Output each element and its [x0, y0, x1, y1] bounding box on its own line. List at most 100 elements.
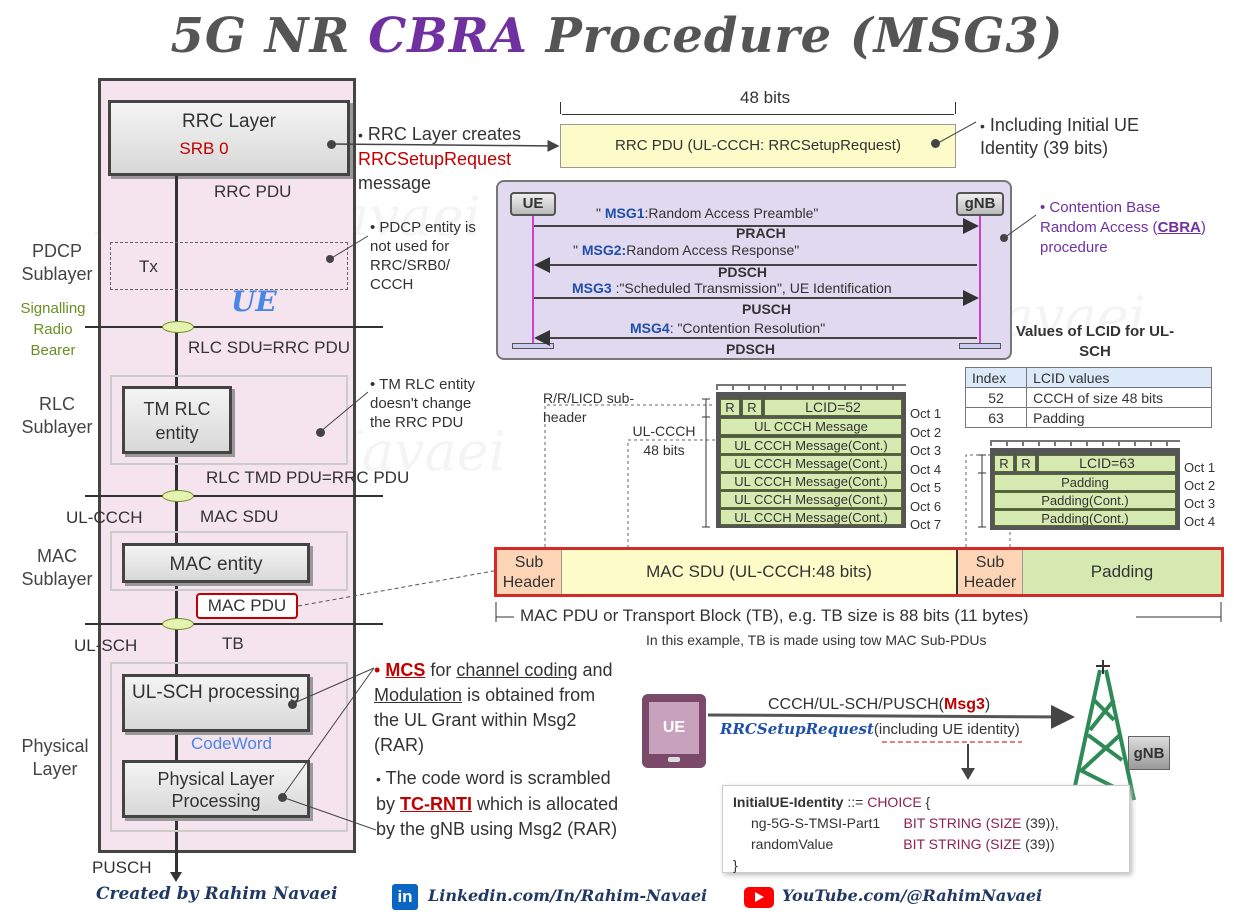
msg1-label: " MSG1:Random Access Preamble": [596, 205, 819, 221]
mac-sublayer-label: MAC Sublayer: [21, 546, 93, 589]
ul-ccch-octet: UL CCCH Message(Cont.): [720, 491, 902, 508]
asn-line-2: ng-5G-S-TMSI-Part1 BIT STRING (SIZE (39)…: [751, 815, 1059, 831]
connector-dot: [327, 140, 336, 149]
rrc-creates-note: • RRC Layer creates RRCSetupRequest mess…: [358, 124, 521, 193]
padding-octet: Padding(Cont.): [994, 492, 1176, 509]
sub-header-cell-2: Sub Header: [958, 550, 1023, 594]
asn-line-4: }: [733, 857, 738, 873]
ue-label: UE: [231, 285, 277, 318]
ue-device-icon: UE: [642, 694, 706, 768]
ul-ccch-point: [162, 490, 194, 502]
page-title: 5G NR CBRA Procedure (MSG3): [170, 8, 1064, 64]
ul-ccch-octet: UL CCCH Message(Cont.): [720, 473, 902, 490]
stack-vertical-line: [175, 176, 178, 874]
lcid-52-field: LCID=52: [764, 399, 902, 416]
pdcp-tx-box: Tx: [110, 242, 348, 290]
sub-header-cell: Sub Header: [497, 550, 562, 594]
rlc-tmd-label: RLC TMD PDU=RRC PDU: [206, 468, 410, 487]
rrc-pdu-box: RRC PDU (UL-CCCH: RRCSetupRequest): [560, 124, 956, 168]
pdsch-label: PDSCH: [718, 264, 768, 280]
mcs-note: • MCS for channel coding and Modulation …: [374, 660, 613, 755]
youtube-link[interactable]: YouTube.com/@RahimNavaei: [782, 886, 1043, 905]
tb-label: TB: [222, 634, 244, 653]
tm-rlc-entity-box: TM RLC entity: [122, 386, 232, 454]
connector-dot: [931, 139, 940, 148]
lifeline-base: [959, 343, 1001, 349]
mac-sdu-label: MAC SDU: [200, 507, 279, 526]
pdcp-sublayer-label: PDCP Sublayer: [21, 241, 93, 284]
asn-line-3: randomValue BIT STRING (SIZE (39)): [751, 836, 1055, 852]
dimension-line: [562, 114, 954, 115]
mac-pdu-tag: MAC PDU: [196, 593, 298, 619]
r-bit: R: [994, 455, 1014, 472]
cbra-sequence-box: [496, 180, 1012, 360]
bits-dimension: [560, 102, 956, 114]
phy-frame: [110, 662, 348, 832]
pdcp-note: • PDCP entity is not used for RRC/SRB0/ …: [370, 219, 476, 293]
sub-header-label: R/R/LICD sub-header: [543, 390, 635, 425]
seq-ue-node: UE: [510, 192, 556, 216]
lcid-table-title: Values of LCID for UL-SCH: [1015, 323, 1175, 360]
pusch-channel-label: PUSCH: [742, 301, 792, 317]
tx-message-label: RRCSetupRequest(including UE identity): [720, 720, 1020, 738]
rrc-pdu-label: RRC PDU: [214, 182, 292, 201]
codeword-label: CodeWord: [191, 734, 272, 753]
rlc-sdu-label: RLC SDU=RRC PDU: [188, 338, 350, 357]
mac-entity-box: MAC entity: [122, 543, 310, 583]
linkedin-link[interactable]: Linkedin.com/In/Rahim-Navaei: [428, 886, 708, 905]
r-bit: R: [742, 399, 762, 416]
msg4-label: MSG4: "Contention Resolution": [630, 320, 826, 336]
rlc-sublayer-label: RLC Sublayer: [21, 394, 93, 437]
ul-ccch-octet: UL CCCH Message: [720, 418, 902, 435]
r-bit: R: [1016, 455, 1036, 472]
sublayer-divider: [85, 623, 383, 625]
ue-device-label: UE: [649, 702, 699, 754]
ul-ccch-label: UL-CCCH: [66, 508, 143, 527]
pdcp-tx-label: Tx: [139, 257, 158, 276]
pdsch-label-2: PDSCH: [726, 341, 776, 357]
ul-sch-label: UL-SCH: [74, 636, 138, 655]
sublayer-divider: [85, 495, 383, 497]
srb-label: Signalling Radio Bearer: [20, 300, 86, 359]
lcid-header-index: Index: [964, 367, 1028, 388]
youtube-icon: [744, 887, 774, 908]
padding-octet: Padding: [994, 474, 1176, 491]
created-by: Created by Rahim Navaei: [96, 884, 338, 904]
connector-dot: [316, 428, 325, 437]
rlc-frame: [110, 375, 348, 465]
rrc-layer-label: RRC Layer: [182, 111, 276, 132]
seq-gnb-node: gNB: [956, 192, 1004, 216]
pusch-label: PUSCH: [92, 858, 152, 877]
lcid-header-values: LCID values: [1026, 367, 1212, 388]
linkedin-icon: in: [392, 884, 418, 910]
radio-bearer-point: [162, 321, 194, 333]
msg2-label: " MSG2:Random Access Response": [573, 242, 800, 258]
tb-size-label: MAC PDU or Transport Block (TB), e.g. TB…: [520, 606, 1029, 625]
connector-dot: [288, 700, 297, 709]
rrc-layer-box: RRC Layer SRB 0: [108, 100, 350, 176]
codeword-note: • The code word is scrambled by TC-RNTI …: [376, 768, 619, 839]
asn-line-1: InitialUE-Identity ::= CHOICE {: [733, 794, 931, 810]
ul-sch-processing-box: UL-SCH processing: [122, 674, 310, 732]
ul-sch-point: [162, 618, 194, 630]
arrow-down-icon: [170, 872, 182, 882]
initial-ue-note: • Including Initial UE Identity (39 bits…: [980, 115, 1140, 158]
asn1-code-box: InitialUE-Identity ::= CHOICE { ng-5G-S-…: [722, 785, 1130, 873]
lcid-cell: 63: [964, 407, 1028, 428]
ul-ccch-octet: UL CCCH Message(Cont.): [720, 437, 902, 454]
bits-label: 48 bits: [740, 88, 791, 107]
prach-label: PRACH: [736, 225, 786, 241]
srb0-label: SRB 0: [179, 139, 229, 158]
r-bit: R: [720, 399, 740, 416]
padding-octet: Padding(Cont.): [994, 510, 1176, 526]
bit-ruler: [990, 440, 1180, 446]
tx-channel-label: CCCH/UL-SCH/PUSCH(Msg3): [768, 696, 991, 713]
physical-layer-label: Physical Layer: [21, 736, 89, 779]
sublayer-divider: [85, 326, 383, 328]
bit-ruler: [716, 384, 906, 390]
mac-sdu-cell: MAC SDU (UL-CCCH:48 bits): [562, 550, 958, 594]
